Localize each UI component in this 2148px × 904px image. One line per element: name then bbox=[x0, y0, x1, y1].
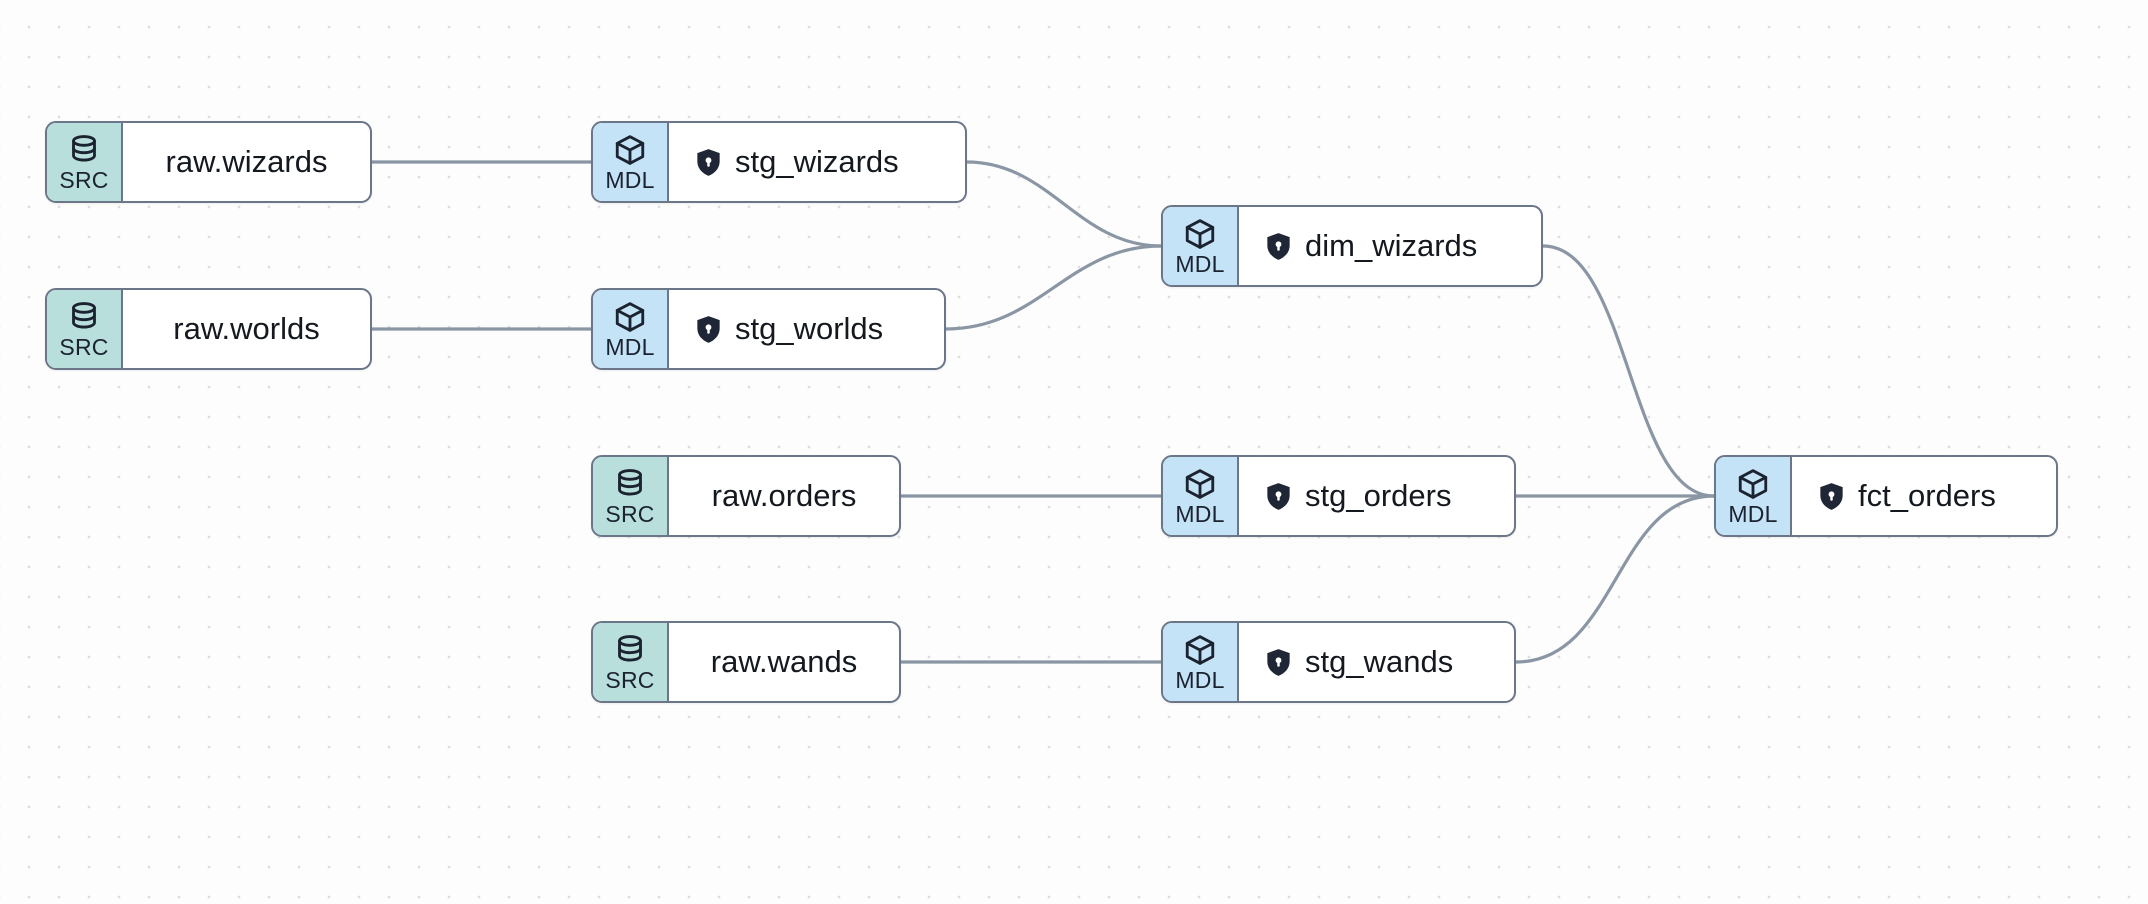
node-badge-label: SRC bbox=[59, 166, 109, 193]
node-label: stg_worlds bbox=[735, 311, 884, 346]
shield-lock-icon bbox=[1265, 232, 1292, 261]
node-badge-raw_orders: SRC bbox=[593, 457, 669, 535]
shield-lock-icon bbox=[1267, 648, 1290, 676]
node-raw_orders[interactable]: SRC raw.orders bbox=[591, 455, 901, 537]
node-dim_wizards[interactable]: MDL dim_wizards bbox=[1161, 205, 1543, 287]
node-body-raw_orders: raw.orders bbox=[669, 457, 899, 535]
node-body-stg_wizards: stg_wizards bbox=[669, 123, 965, 201]
node-body-raw_wizards: raw.wizards bbox=[123, 123, 370, 201]
node-body-raw_worlds: raw.worlds bbox=[123, 290, 370, 368]
cube-icon bbox=[1183, 217, 1217, 251]
node-body-stg_worlds: stg_worlds bbox=[669, 290, 944, 368]
shield-lock-icon bbox=[1265, 482, 1292, 511]
shield-lock-icon bbox=[695, 315, 722, 344]
node-badge-raw_wands: SRC bbox=[593, 623, 669, 701]
shield-lock-icon bbox=[697, 315, 720, 343]
node-badge-stg_worlds: MDL bbox=[593, 290, 669, 368]
node-label: fct_orders bbox=[1858, 478, 1996, 513]
node-badge-stg_wands: MDL bbox=[1163, 623, 1239, 701]
cube-icon bbox=[613, 133, 647, 167]
node-badge-label: SRC bbox=[59, 333, 109, 360]
node-label: stg_orders bbox=[1305, 478, 1452, 513]
database-icon bbox=[613, 633, 647, 667]
edge-stg-worlds-to-dim-wizards bbox=[944, 244, 1163, 331]
node-label: raw.orders bbox=[711, 478, 857, 513]
node-stg_wands[interactable]: MDL stg_wands bbox=[1161, 621, 1516, 703]
node-stg_worlds[interactable]: MDL stg_worlds bbox=[591, 288, 946, 370]
node-badge-label: MDL bbox=[1728, 500, 1778, 527]
node-badge-fct_orders: MDL bbox=[1716, 457, 1792, 535]
node-label: raw.worlds bbox=[173, 311, 320, 346]
node-badge-stg_orders: MDL bbox=[1163, 457, 1239, 535]
node-raw_worlds[interactable]: SRC raw.worlds bbox=[45, 288, 372, 370]
edge-stg-wizards-to-dim-wizards bbox=[965, 160, 1163, 248]
shield-lock-icon bbox=[1267, 232, 1290, 260]
node-badge-label: SRC bbox=[605, 666, 655, 693]
node-fct_orders[interactable]: MDL fct_orders bbox=[1714, 455, 2058, 537]
node-badge-label: SRC bbox=[605, 500, 655, 527]
node-body-dim_wizards: dim_wizards bbox=[1239, 207, 1541, 285]
cube-icon bbox=[1183, 633, 1217, 667]
node-badge-stg_wizards: MDL bbox=[593, 123, 669, 201]
node-stg_wizards[interactable]: MDL stg_wizards bbox=[591, 121, 967, 203]
node-label: dim_wizards bbox=[1305, 228, 1478, 263]
cube-icon bbox=[1736, 467, 1770, 501]
edge-dim-wizards-to-fct-orders bbox=[1541, 244, 1716, 498]
node-badge-dim_wizards: MDL bbox=[1163, 207, 1239, 285]
node-badge-label: MDL bbox=[1175, 500, 1225, 527]
node-badge-label: MDL bbox=[605, 166, 655, 193]
node-body-stg_wands: stg_wands bbox=[1239, 623, 1514, 701]
node-label: raw.wizards bbox=[165, 144, 328, 179]
node-badge-label: MDL bbox=[605, 333, 655, 360]
shield-lock-icon bbox=[1818, 482, 1845, 511]
shield-lock-icon bbox=[697, 148, 720, 176]
node-body-raw_wands: raw.wands bbox=[669, 623, 899, 701]
database-icon bbox=[67, 300, 101, 334]
cube-icon bbox=[1183, 467, 1217, 501]
shield-lock-icon bbox=[1820, 482, 1843, 510]
edge-stg-wands-to-fct-orders bbox=[1514, 494, 1716, 664]
node-body-fct_orders: fct_orders bbox=[1792, 457, 2056, 535]
node-badge-raw_wizards: SRC bbox=[47, 123, 123, 201]
shield-lock-icon bbox=[1267, 482, 1290, 510]
shield-lock-icon bbox=[695, 148, 722, 177]
node-stg_orders[interactable]: MDL stg_orders bbox=[1161, 455, 1516, 537]
node-badge-raw_worlds: SRC bbox=[47, 290, 123, 368]
node-badge-label: MDL bbox=[1175, 666, 1225, 693]
cube-icon bbox=[613, 300, 647, 334]
node-label: stg_wizards bbox=[735, 144, 899, 179]
node-body-stg_orders: stg_orders bbox=[1239, 457, 1514, 535]
node-raw_wands[interactable]: SRC raw.wands bbox=[591, 621, 901, 703]
node-raw_wizards[interactable]: SRC raw.wizards bbox=[45, 121, 372, 203]
node-label: stg_wands bbox=[1305, 644, 1454, 679]
node-label: raw.wands bbox=[710, 644, 858, 679]
database-icon bbox=[613, 467, 647, 501]
shield-lock-icon bbox=[1265, 648, 1292, 677]
database-icon bbox=[67, 133, 101, 167]
node-badge-label: MDL bbox=[1175, 250, 1225, 277]
